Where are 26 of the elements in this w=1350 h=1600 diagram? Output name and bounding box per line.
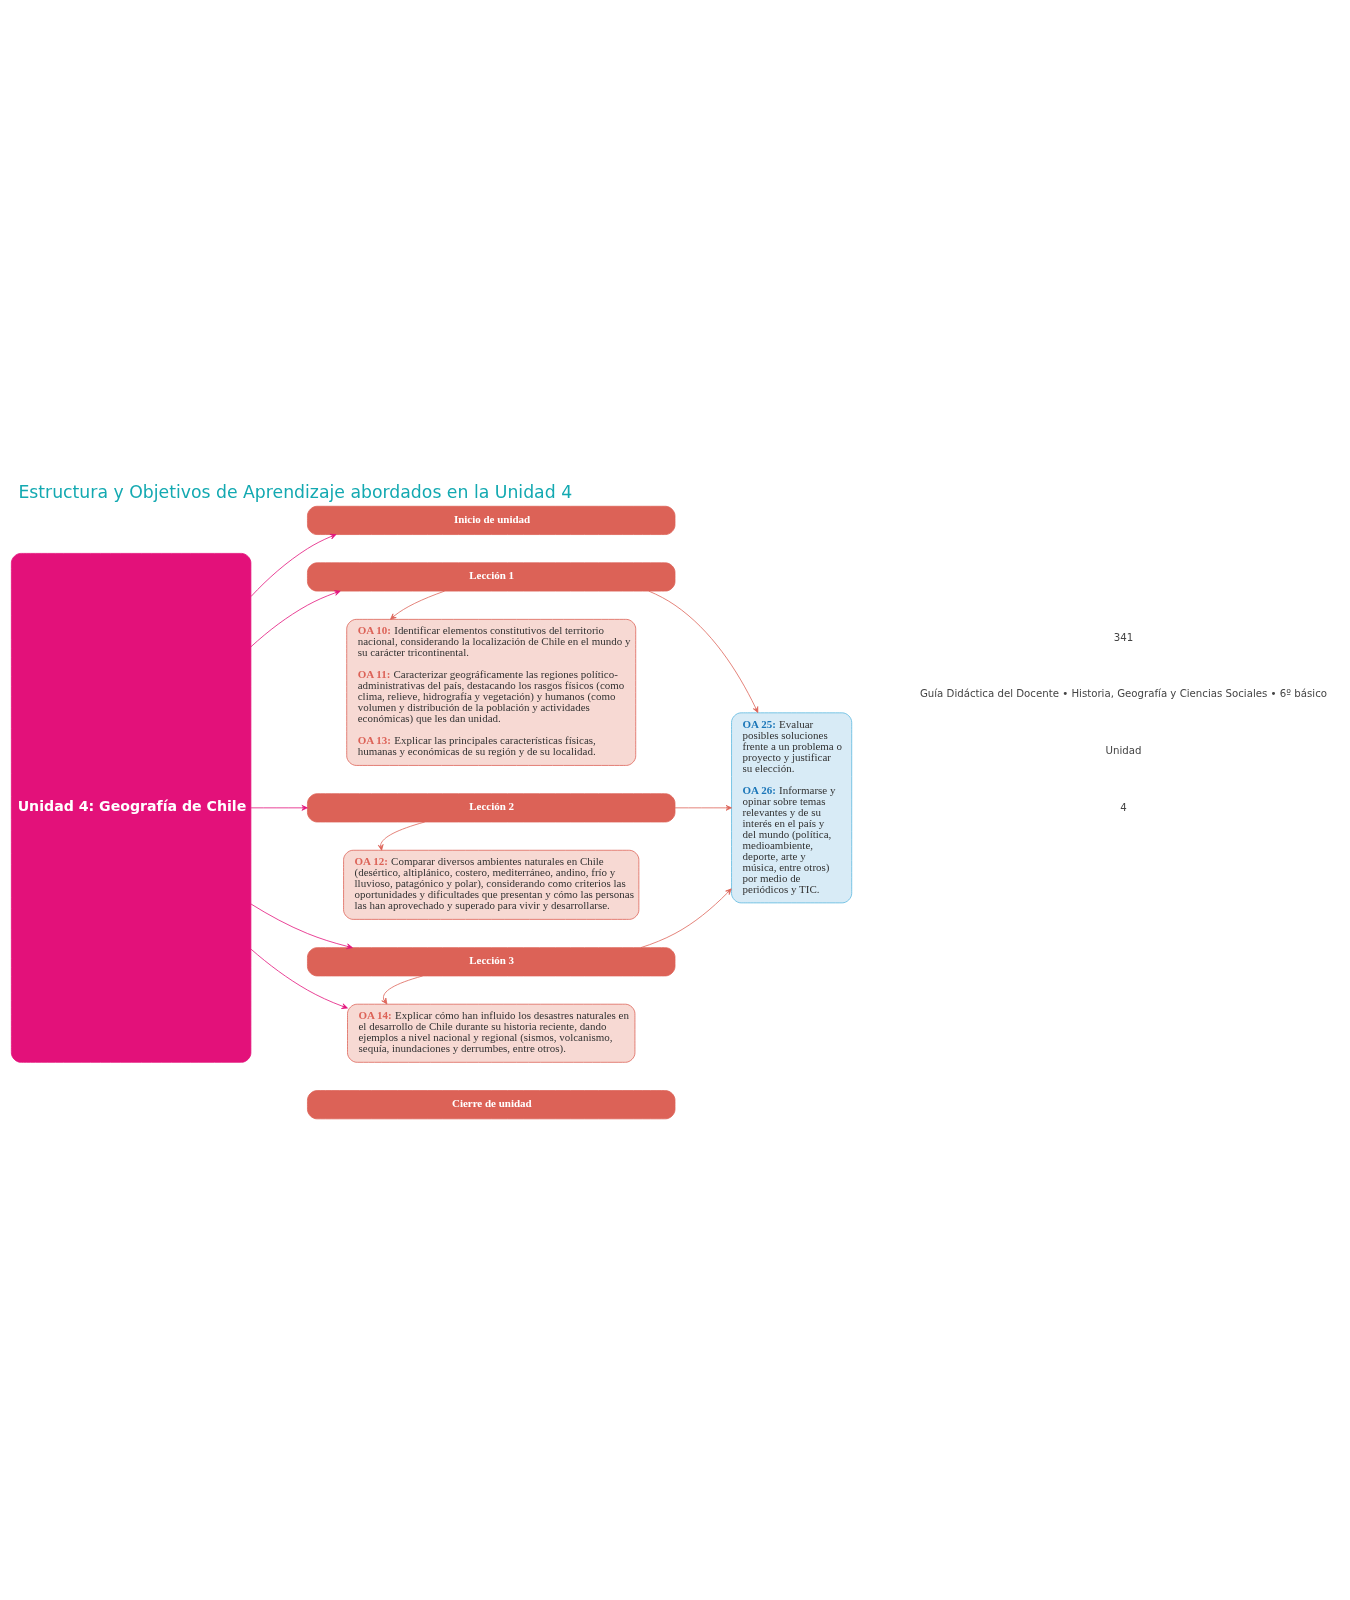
arrow (250, 533, 337, 597)
arrow (390, 590, 445, 620)
node-box: OA 12: Comparar diversos ambientes naturales en Chile (desértico, altiplánico, costero, mediterráneo, andino, frío y lluvioso, patagónico y polar), considerando como criterios las oportunidades y dificultades que presentan y cómo las personas las han aprovechado y superado para vivir y desarrollarse. (343, 849, 640, 920)
node-box: Unidad 4: Geografía de Chile (10, 553, 252, 1063)
arrow (640, 888, 732, 948)
node-box: Cierre de unidad (307, 1090, 676, 1120)
label: 341 (1113, 631, 1134, 643)
arrow (648, 590, 759, 713)
node-box: OA 14: Explicar cómo han influido los desastres naturales en el desarrollo de Chile durante su historia reciente, dando ejemplos a nivel nacional y regional (sismos, volcanismo, sequía, inundaciones y derrumbes, entre otros). (347, 1003, 636, 1063)
arrow (381, 975, 424, 1005)
diagram-title: Estructura y Objetivos de Aprendizaje abordados en la Unidad 4 (18, 482, 573, 503)
arrow (250, 948, 348, 1009)
arrow (250, 590, 341, 648)
arrow (250, 903, 353, 950)
node-box: OA 25: Evaluar posibles soluciones frente a un problema o proyecto y justificar su elección. OA 26: Informarse y opinar sobre temas relevantes y de su interés en el país y del mundo (política, medioambiente, deporte, arte y música, entre otros) por medio de periódicos y TIC. (731, 712, 853, 904)
node-box: Lección 2 (307, 793, 676, 823)
label: Guía Didáctica del Docente • Historia, Geografía y Ciencias Sociales • 6º básico (919, 688, 1327, 700)
node-box: Lección 1 (307, 562, 676, 592)
arrow (377, 821, 426, 851)
arrow (250, 805, 308, 811)
node-box: OA 10: Identificar elementos constitutivos del territorio nacional, considerando la localización de Chile en el mundo y su carácter tricontinental. OA 11: Caracterizar geográficamente las regiones político-administrativas del país, destacando los rasgos físicos (como clima, relieve, hidrografía y vegetación) y humanos (como volumen y distribución de la población y actividades económicas) que les dan unidad. OA 13: Explicar las principales características físicas, humanas y económicas de su región y de su localidad. (346, 618, 637, 766)
node-box: Lección 3 (307, 947, 676, 977)
node-box: Inicio de unidad (307, 505, 676, 535)
label: Unidad (1105, 744, 1142, 756)
label: 4 (1120, 801, 1127, 813)
arrow (674, 805, 732, 811)
